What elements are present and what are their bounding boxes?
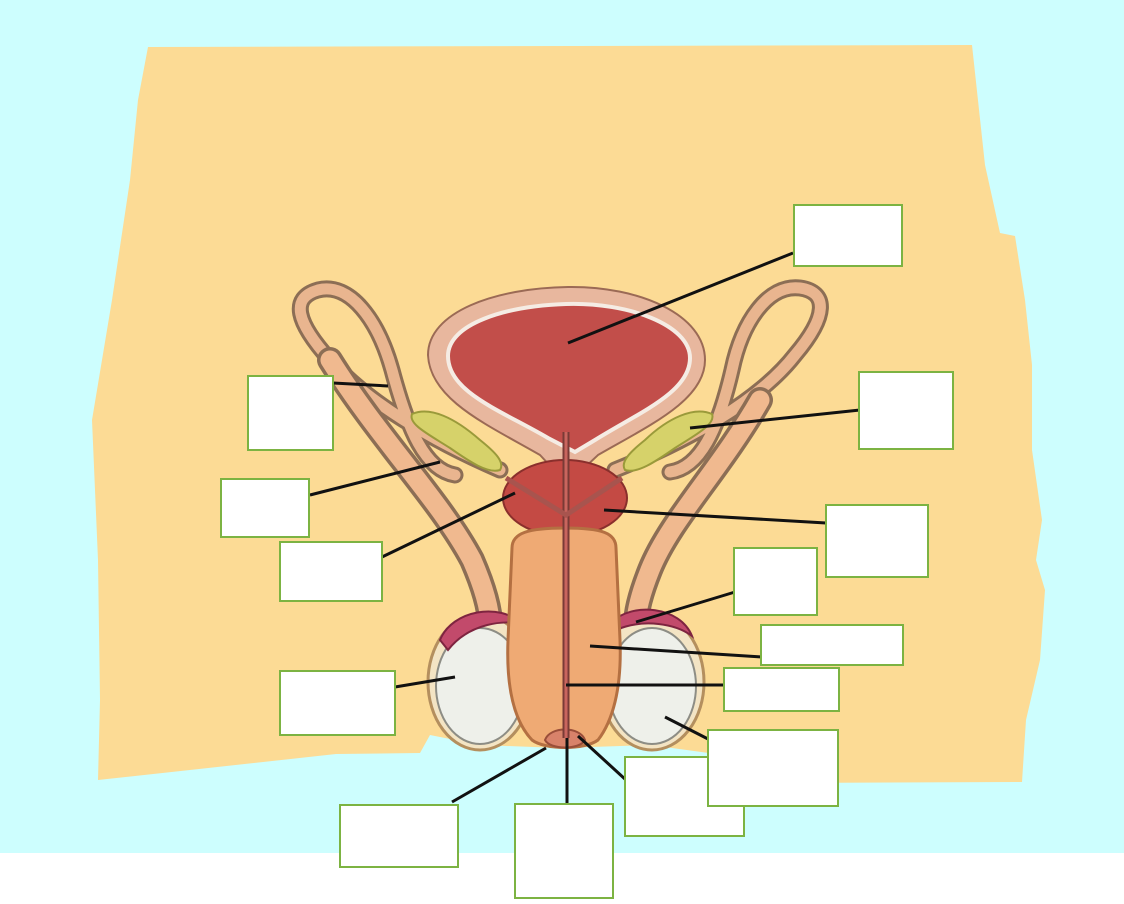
label-box-scrotum[interactable] — [707, 729, 839, 807]
label-box-vas-deferens[interactable] — [247, 375, 334, 451]
label-box-penis-body[interactable] — [760, 624, 904, 666]
label-box-ejaculatory-duct[interactable] — [220, 478, 310, 538]
label-box-urethral-opening[interactable] — [514, 803, 614, 899]
label-box-prostate[interactable] — [279, 541, 383, 602]
label-box-bladder[interactable] — [793, 204, 903, 267]
label-box-seminal-vesicle[interactable] — [858, 371, 954, 450]
label-box-epididymis[interactable] — [733, 547, 818, 616]
label-box-glans[interactable] — [339, 804, 459, 868]
label-box-urethra[interactable] — [723, 667, 840, 712]
label-box-testis[interactable] — [279, 670, 396, 736]
label-box-prostate-right[interactable] — [825, 504, 929, 578]
